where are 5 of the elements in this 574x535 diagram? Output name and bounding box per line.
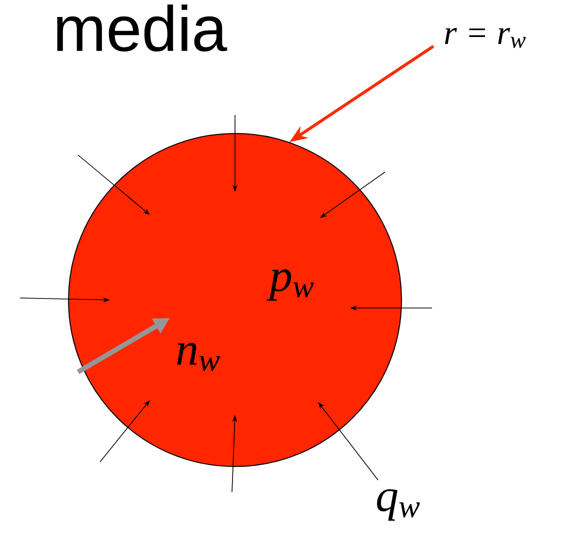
radius-label: r = r$_{w}$ (445, 28, 526, 48)
pressure-label: p$_{w}$ (266, 269, 314, 301)
normal-label: n$_{w}$ (177, 342, 220, 372)
flux-label: q$_{w}$ (377, 489, 420, 521)
title-text: media (57, 4, 228, 52)
